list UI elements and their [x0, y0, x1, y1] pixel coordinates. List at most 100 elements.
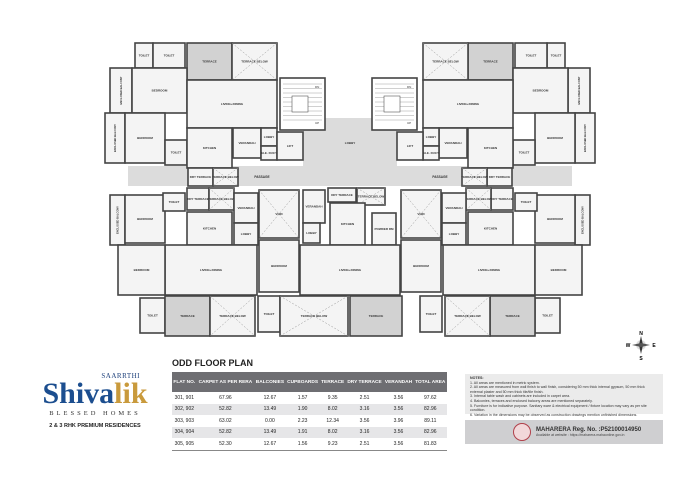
table-cell: 67.96 — [219, 394, 232, 401]
room-label: TERRACE — [483, 60, 498, 64]
room-label: KITCHEN — [484, 146, 497, 150]
room-toilet: TOILET — [139, 297, 166, 334]
room-label: BEDROOM — [137, 136, 153, 140]
room-label: LIVING+DINING — [478, 268, 501, 272]
room-label: DRY TERRACE — [190, 175, 212, 179]
room-bedroom: BEDROOM — [534, 244, 583, 296]
room-label: KITCHEN — [203, 146, 216, 150]
room-label: TOILET — [426, 312, 437, 316]
stair-dn-label: DN — [315, 85, 319, 89]
column-header: BALCONIES — [254, 372, 286, 392]
room-label: VERANDAH — [237, 206, 254, 210]
room-terrace: TERRACE — [186, 42, 233, 81]
column-header: CARPET AS PER RERA — [196, 372, 255, 392]
room-terrace-below: TERRACE BELOW — [444, 295, 491, 337]
room-kitchen: KITCHEN — [329, 202, 366, 246]
table-cell: 3.56 — [393, 394, 404, 401]
room-verandah: VERANDAH — [232, 127, 262, 159]
room-label: TOILET — [521, 200, 532, 204]
room-label: TERRACE BELOW — [465, 197, 492, 201]
room-terrace-below: TERRACE BELOW — [209, 295, 256, 337]
stair-up-label: UP — [315, 121, 319, 125]
room-label: LIVING+DINING — [457, 102, 480, 106]
compass-w: W — [626, 343, 631, 349]
rera-seal-icon — [513, 423, 531, 441]
room-label: TOILET — [542, 314, 553, 318]
room-label: TOILET — [164, 54, 175, 58]
room-label: BEDROOM — [134, 268, 150, 272]
table-cell: 13.49 — [254, 403, 286, 415]
room-label: BEDROOM — [413, 264, 429, 268]
table-cell: 81.83 — [413, 438, 447, 451]
table-cell: 97.62 — [424, 394, 437, 401]
room-enclosed-balcony: ENCLOSED BALCONY — [574, 112, 596, 164]
room-label: TERRACE — [505, 314, 520, 318]
table-cell: 2.51 — [345, 438, 384, 451]
room-label: ENCLOSED BALCONY — [581, 206, 585, 234]
room-terrace-below: TERRACE BELOW — [208, 187, 235, 211]
room-toilet: TOILET — [257, 295, 281, 333]
room-label: POWDER RM — [375, 227, 395, 231]
room-lobby: LOBBY — [422, 127, 440, 147]
room-label: TERRACE BELOW — [219, 314, 246, 318]
room-lift: LIFT — [276, 131, 304, 161]
room-label: LIVING+DINING — [221, 102, 244, 106]
room-toilet: TOILET — [152, 42, 186, 69]
column-header: TERRACE — [319, 372, 346, 392]
room-label: TOILET — [264, 312, 275, 316]
room-living-dining: LIVING+DINING — [299, 244, 401, 296]
room-bedroom: BEDROOM — [512, 67, 569, 114]
table-cell: 2.51 — [359, 394, 370, 401]
table-cell: 3.56 — [383, 426, 414, 438]
table-cell: 3.56 — [383, 403, 414, 415]
room-terrace: TERRACE — [467, 42, 514, 81]
room-toilet: TOILET — [534, 297, 561, 334]
room-label: LOBBY — [426, 135, 437, 139]
logo-subtitle: 2 & 3 RHK PREMIUM RESIDENCES — [49, 423, 141, 429]
table-cell: 9.23 — [319, 438, 346, 451]
room-kitchen: KITCHEN — [186, 211, 233, 246]
room-label: BEDROOM — [137, 217, 153, 221]
room-lobby: LOBBY — [441, 222, 467, 246]
note-item: 5. Furniture is for indicative purpose. … — [470, 403, 647, 413]
table-cell: 13.49 — [254, 426, 286, 438]
room-label: TERRACE — [202, 60, 217, 64]
room-lobby: LOBBY — [233, 222, 259, 246]
room-living-dining: LIVING+DINING — [422, 79, 514, 129]
room-label: KITCHEN — [341, 222, 354, 226]
room-label: ELE. DUCT — [423, 151, 439, 155]
room-label: TERRACE BELOW — [241, 60, 268, 64]
table-cell: 2.23 — [297, 417, 308, 424]
room-label: TERRACE BELOW — [358, 195, 385, 199]
passage-label: PASSAGE — [432, 175, 447, 179]
logo-tagline: BLESSED HOMES — [49, 410, 141, 417]
room-label: TERRACE — [369, 314, 384, 318]
room-label: VOID — [275, 212, 283, 216]
table-cell: 1.90 — [285, 403, 320, 415]
room-label: KITCHEN — [484, 227, 497, 231]
room-terrace: TERRACE — [349, 295, 403, 337]
room-label: KITCHEN — [203, 227, 216, 231]
column-header: DRY TERRACE — [345, 372, 384, 392]
brand-logo: SAARRTHI Shivalik BLESSED HOMES 2 & 3 RH… — [30, 372, 160, 429]
table-cell: 1.56 — [285, 438, 320, 451]
room-verandah: VERANDAH — [233, 192, 259, 224]
room-kitchen: KITCHEN — [186, 127, 233, 169]
room-kitchen: KITCHEN — [467, 211, 514, 246]
room-label: BEDROOM — [547, 136, 563, 140]
room-void: VOID — [400, 189, 442, 239]
room-label: TOILET — [526, 54, 537, 58]
room-label: VERANDAH — [238, 141, 255, 145]
room-label: DRY TERRACE — [187, 197, 209, 201]
room-label: DRY TERRACE — [491, 197, 513, 201]
room-label: VOID — [417, 212, 425, 216]
notes-title: NOTES: — [470, 376, 484, 380]
table-cell: 3.16 — [345, 426, 384, 438]
note-item: 6. Variation in the dimensions may be ob… — [470, 412, 638, 417]
room-terrace-below: TERRACE BELOW — [461, 167, 488, 187]
room-verandah: VERANDAH — [438, 127, 468, 159]
table-cell: 3.56 — [383, 438, 414, 451]
room-ele-duct: ELE. DUCT — [422, 145, 440, 161]
